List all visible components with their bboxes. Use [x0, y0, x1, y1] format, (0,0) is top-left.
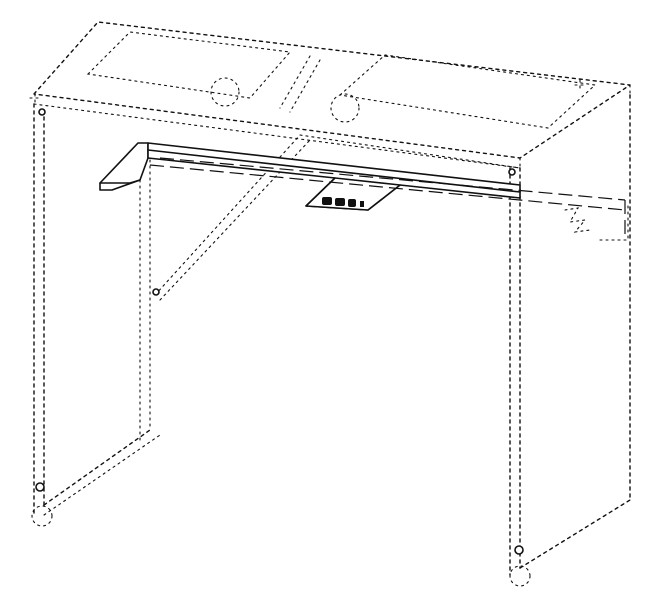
rail-top-edge — [147, 149, 521, 193]
inner-rear-edge — [299, 134, 521, 169]
corner-fittings — [31, 77, 531, 587]
rail-hidden-extension — [149, 157, 626, 211]
bottom-front-edge — [43, 429, 631, 569]
cam-fitting-icon — [330, 93, 360, 123]
rail-left-hook — [99, 142, 149, 191]
top-recess-divider — [279, 55, 321, 113]
dowel-hole-icon — [35, 482, 45, 492]
cam-fitting-icon — [509, 565, 531, 587]
top-recess-left — [86, 31, 292, 99]
left-front-leg — [33, 103, 45, 516]
part-marking — [322, 197, 364, 207]
left-side-panel — [139, 149, 151, 441]
support-rail — [99, 142, 626, 240]
dowel-hole-icon — [152, 288, 160, 296]
top-corner-markers — [29, 79, 586, 103]
screw-icon — [574, 79, 586, 91]
cam-fitting-icon — [210, 77, 240, 107]
dowel-hole-icon — [514, 545, 524, 555]
right-end-bracket — [564, 204, 629, 241]
top-panel-outline — [33, 21, 631, 159]
rail-left-hook-face — [99, 179, 141, 184]
cam-fitting-icon — [31, 505, 53, 527]
bottom-left-diagonal — [43, 434, 161, 516]
cabinet-frame — [33, 21, 631, 576]
dowel-hole-icon — [508, 168, 516, 176]
top-recess-right — [338, 54, 597, 129]
dowel-hole-icon — [38, 108, 46, 116]
screw-icon — [29, 93, 41, 103]
top-panel-thickness — [33, 84, 631, 169]
right-front-leg — [509, 167, 521, 576]
